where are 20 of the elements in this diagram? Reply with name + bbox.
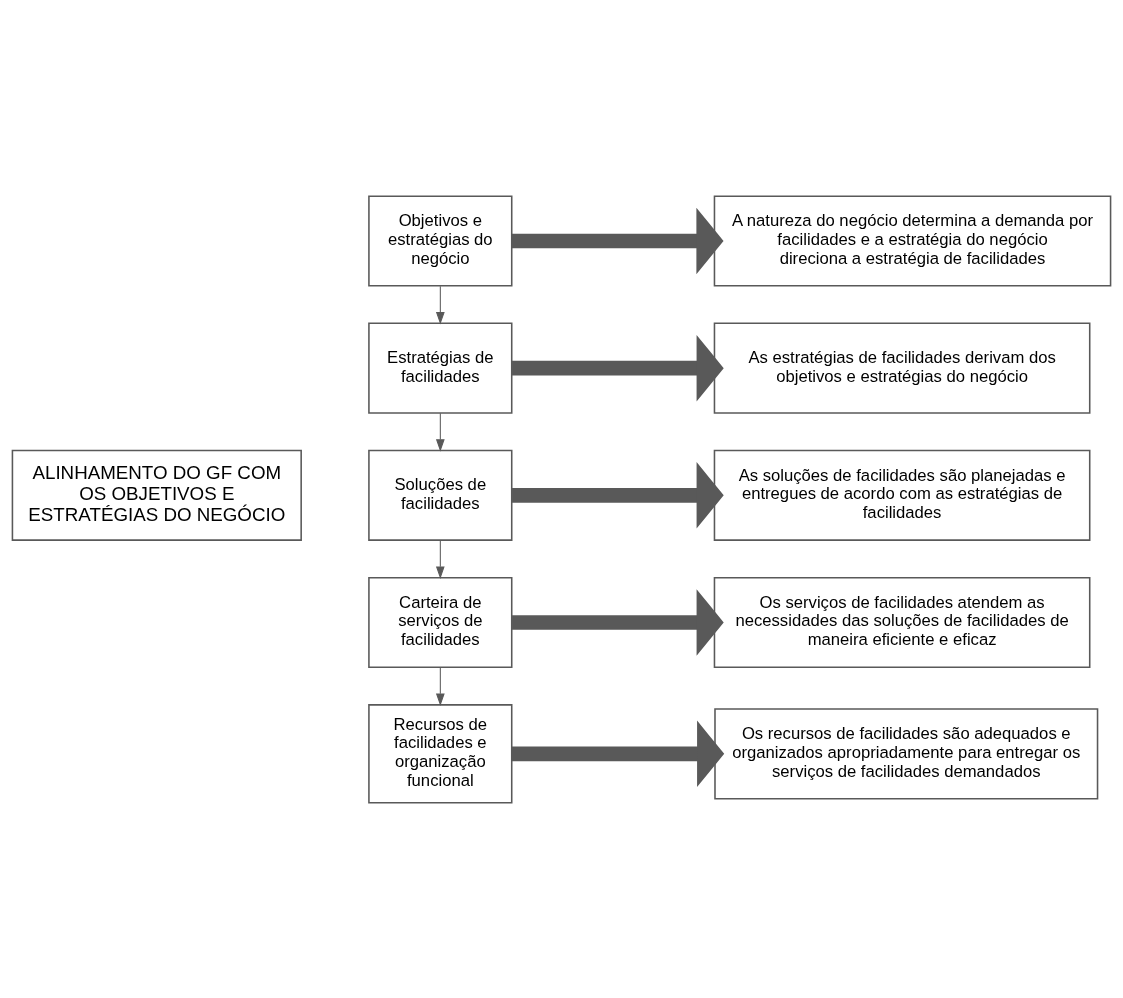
node-box: Recursos de facilidades e organização funcional: [368, 703, 513, 804]
arrow: [511, 207, 724, 274]
arrow: [435, 412, 445, 452]
arrow: [511, 720, 725, 787]
node-box: Objetivos e estratégias do negócio: [368, 194, 513, 287]
node-box: Estratégias de facilidades: [368, 322, 513, 414]
node-box: Os recursos de facilidades são adequados e organizados apropriadamente para entregar os serviços de facilidades demandados: [714, 707, 1099, 799]
node-box: ALINHAMENTO DO GF COM OS OBJETIVOS E ESTRATÉGIAS DO NEGÓCIO: [11, 449, 302, 541]
node-box: As estratégias de facilidades derivam dos objetivos e estratégias do negócio: [713, 322, 1091, 414]
arrow: [512, 334, 724, 401]
arrow: [435, 666, 445, 706]
node-box: Carteira de serviços de facilidades: [368, 576, 513, 668]
arrow: [512, 588, 724, 656]
node-box: Os serviços de facilidades atendem as necessidades das soluções de facilidades de maneira eficiente e eficaz: [713, 576, 1091, 668]
arrow: [435, 285, 445, 325]
arrow: [435, 539, 445, 579]
node-box: A natureza do negócio determina a demanda por facilidades e a estratégia do negócio direciona a estratégia de facilidades: [713, 194, 1112, 287]
node-box: As soluções de facilidades são planejadas e entregues de acordo com as estratégias de facilidades: [713, 449, 1091, 541]
arrow: [512, 461, 724, 529]
node-box: Soluções de facilidades: [368, 449, 513, 541]
